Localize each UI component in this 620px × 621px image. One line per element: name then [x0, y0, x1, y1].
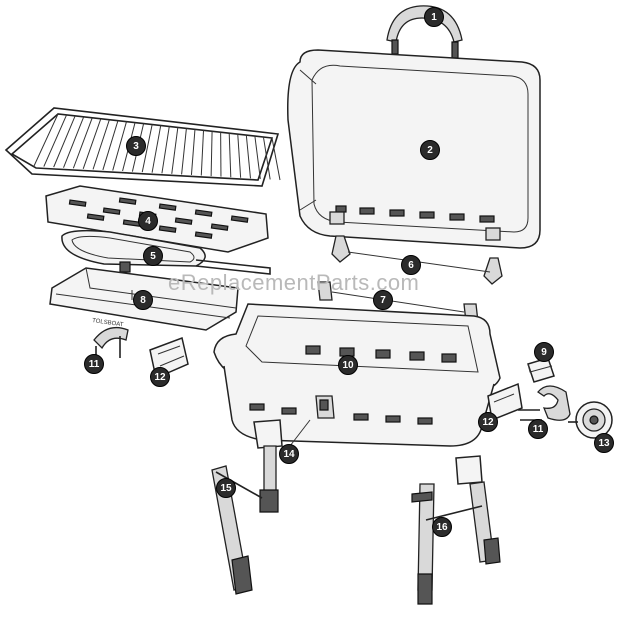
callout-part-15[interactable]: 15	[216, 478, 236, 498]
heat-plate-slot	[86, 213, 105, 221]
heat-plate-slot	[158, 225, 177, 233]
heat-plate-slot	[230, 215, 249, 223]
right-leg-assembly	[411, 455, 501, 605]
callout-part-12-left[interactable]: 12	[150, 367, 170, 387]
heat-plate-slot	[210, 223, 229, 231]
callout-part-4[interactable]: 4	[138, 211, 158, 231]
grate-bar	[190, 129, 196, 175]
grate-bar	[43, 114, 68, 167]
svg-text:TOLSBOAT: TOLSBOAT	[92, 318, 124, 328]
callout-part-11-right[interactable]: 11	[528, 419, 548, 439]
grate-bar	[245, 135, 251, 179]
grate-bar	[210, 131, 213, 177]
callout-part-16[interactable]: 16	[432, 517, 452, 537]
grate-bar	[181, 128, 187, 175]
callout-part-1[interactable]: 1	[424, 7, 444, 27]
callout-part-3[interactable]: 3	[126, 136, 146, 156]
heat-plate-slot	[174, 217, 193, 225]
heat-plate-slot	[68, 199, 87, 207]
grate-bar	[228, 133, 232, 178]
callout-part-13[interactable]: 13	[594, 433, 614, 453]
callout-part-11-left[interactable]: 11	[84, 354, 104, 374]
control-knob	[568, 401, 613, 439]
grate-bar	[271, 137, 281, 181]
grate-bar	[141, 124, 153, 173]
callout-part-6[interactable]: 6	[401, 255, 421, 275]
grate-bar	[102, 120, 119, 171]
grate-bar	[33, 113, 59, 167]
side-handle-left	[93, 326, 129, 370]
callout-part-10[interactable]: 10	[338, 355, 358, 375]
burner-tube	[61, 229, 271, 275]
heat-plate-slot	[158, 203, 177, 211]
left-leg-assembly	[211, 419, 283, 595]
callout-part-14[interactable]: 14	[279, 444, 299, 464]
grill-lid	[287, 49, 541, 249]
callout-part-9[interactable]: 9	[534, 342, 554, 362]
heat-plate-slot	[102, 207, 121, 215]
grate-bar	[53, 115, 76, 168]
grate-bar	[72, 117, 93, 169]
cooking-grate	[4, 107, 281, 187]
grate-bar	[237, 134, 242, 178]
firebox-body	[213, 303, 501, 447]
grate-bar	[254, 136, 261, 179]
callout-part-2[interactable]: 2	[420, 140, 440, 160]
grate-bar	[112, 121, 127, 171]
grate-bar	[171, 127, 179, 174]
grate-bar	[200, 130, 205, 176]
grate-bar	[161, 126, 170, 174]
callout-part-12-right[interactable]: 12	[478, 412, 498, 432]
heat-plate-slot	[194, 231, 213, 239]
callout-part-8[interactable]: 8	[133, 290, 153, 310]
grate-bar	[63, 116, 85, 168]
grate-bar	[262, 136, 271, 180]
front-latch	[315, 395, 335, 419]
callout-part-7[interactable]: 7	[373, 290, 393, 310]
grate-bar	[82, 118, 102, 169]
heat-plate-slot	[118, 197, 137, 205]
grate-bar	[151, 125, 162, 173]
side-handle-right	[518, 385, 571, 421]
callout-part-5[interactable]: 5	[143, 246, 163, 266]
grate-bar	[92, 119, 110, 170]
heat-plate-slot	[194, 209, 213, 217]
